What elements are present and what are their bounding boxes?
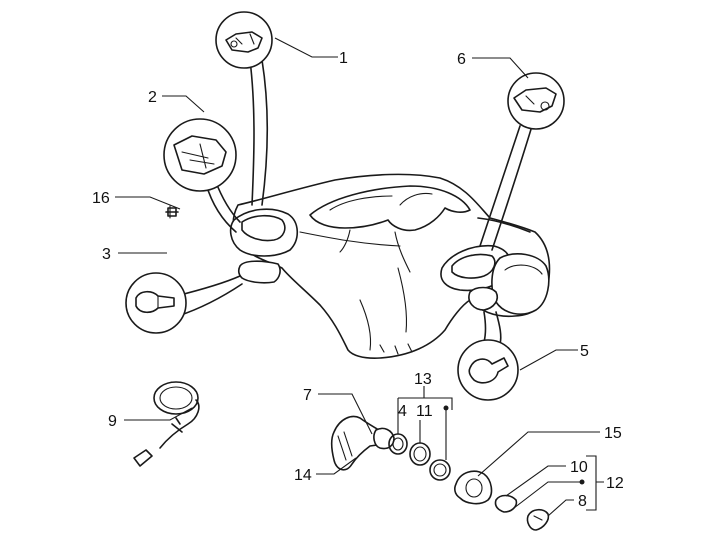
handlebar-cover-body bbox=[229, 173, 551, 359]
part-16-screw bbox=[165, 205, 179, 219]
leader-lines bbox=[115, 37, 604, 517]
callout-2: 2 bbox=[148, 89, 157, 106]
callout-labels: 1 2 3 4 5 6 7 8 9 10 11 12 13 14 15 16 bbox=[92, 50, 624, 510]
part-10-connector bbox=[494, 494, 518, 513]
part-1-detail bbox=[215, 11, 273, 206]
callout-6: 6 bbox=[457, 51, 466, 68]
callout-14: 14 bbox=[294, 467, 312, 484]
callout-13: 13 bbox=[414, 371, 432, 388]
callout-10: 10 bbox=[570, 459, 588, 476]
callout-15: 15 bbox=[604, 425, 622, 442]
bullet-dot bbox=[579, 479, 585, 485]
part-6-detail bbox=[479, 72, 565, 251]
part-9-wiring-loop bbox=[133, 381, 200, 467]
callout-1: 1 bbox=[339, 50, 348, 67]
part-11-seal bbox=[409, 442, 431, 466]
callout-3: 3 bbox=[102, 246, 111, 263]
callout-11: 11 bbox=[416, 403, 433, 420]
callout-5: 5 bbox=[580, 343, 589, 360]
callout-12: 12 bbox=[606, 475, 624, 492]
callout-8: 8 bbox=[578, 493, 587, 510]
part-8-clip bbox=[526, 508, 550, 531]
callout-7: 7 bbox=[303, 387, 312, 404]
callout-16: 16 bbox=[92, 190, 110, 207]
part-3-detail bbox=[125, 272, 243, 334]
part-15-lens-holder bbox=[454, 470, 493, 505]
part-2-detail bbox=[163, 118, 241, 233]
callout-4: 4 bbox=[398, 403, 407, 420]
part-5-detail bbox=[457, 311, 519, 401]
bullet-dot bbox=[443, 405, 449, 411]
part-13-bushing bbox=[429, 459, 451, 481]
callout-9: 9 bbox=[108, 413, 117, 430]
part-14-bulb-socket bbox=[330, 415, 385, 471]
